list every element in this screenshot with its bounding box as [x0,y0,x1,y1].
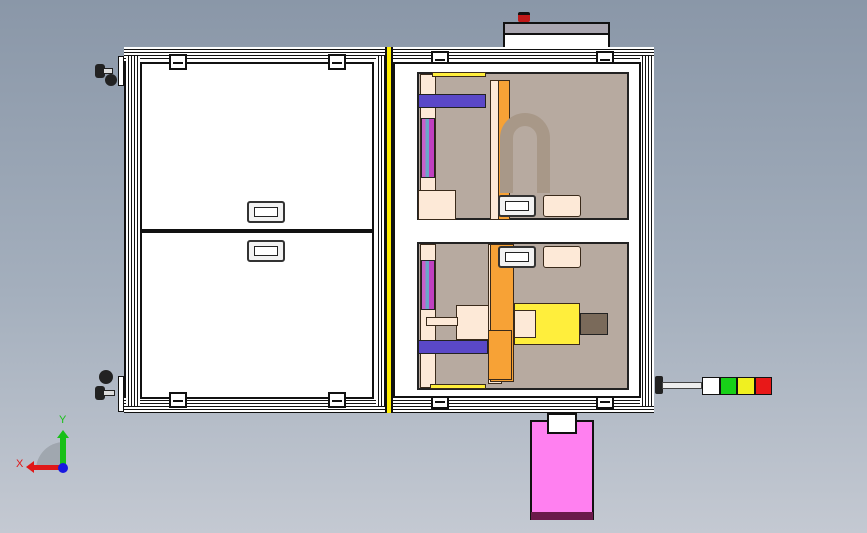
yellow-divider [385,47,393,413]
lower-bay-handle-icon[interactable] [498,246,536,268]
tower-segment-yellow [738,378,756,394]
bracket-icon [169,54,187,70]
upper-sensor-strip [421,118,435,178]
control-box[interactable] [503,22,610,49]
estop-button-icon[interactable] [518,12,530,22]
bracket-icon [328,392,346,408]
upper-bay-handle-icon[interactable] [498,195,536,217]
plate-clamp [514,310,536,338]
y-axis-arrow-icon [60,436,66,470]
caster-mount [118,56,124,86]
coordinate-triad: Y X [14,414,74,480]
signal-tower-mount [655,376,663,394]
lower-door-handle-icon[interactable] [247,240,285,262]
control-box-lid [505,24,608,35]
lower-yellow-strip [430,384,486,389]
right-rail [640,56,654,406]
lower-bay-plate [543,246,581,268]
caster-wheel-top-icon [95,60,119,88]
upper-left-block [418,190,456,220]
tower-segment-red [755,378,771,394]
cable-chain [500,113,550,193]
lower-purple-beam [418,340,488,354]
signal-tower-light[interactable] [702,377,772,395]
center-post [376,56,385,406]
plate-extension [580,313,608,335]
gripper-rod [426,317,458,326]
pink-panel-hinge [547,413,577,434]
y-axis-label: Y [59,414,67,426]
x-axis-label: X [16,458,24,470]
caster-wheel-bottom-icon [95,370,119,404]
left-rail [126,56,140,406]
bracket-icon [328,54,346,70]
tower-segment-white [703,378,721,394]
gripper-body [456,305,490,340]
caster-mount [118,376,124,412]
pink-panel-base [531,512,593,520]
lower-sensor-strip [421,260,435,310]
x-axis-arrow-icon [32,465,64,470]
upper-bay-plate [543,195,581,217]
bracket-icon [169,392,187,408]
carriage [488,330,512,380]
upper-yellow-strip [432,72,486,77]
tower-segment-green [720,378,738,394]
upper-door-handle-icon[interactable] [247,201,285,223]
z-axis-dot-icon [58,463,68,473]
pink-panel[interactable] [530,420,594,520]
upper-purple-beam [418,94,486,108]
signal-tower-arm [662,382,702,389]
